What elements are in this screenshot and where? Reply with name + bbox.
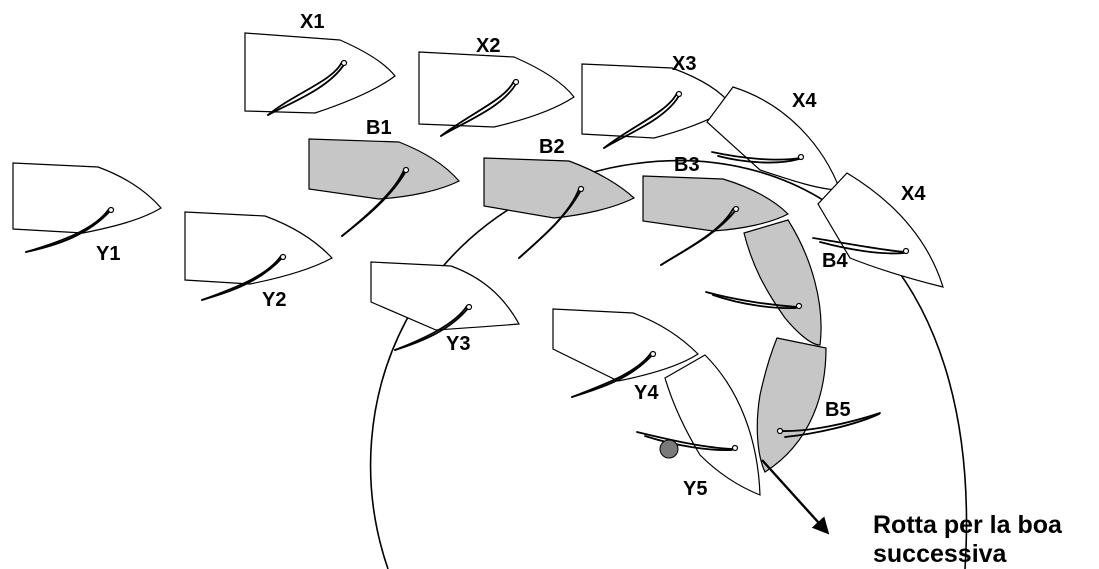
boat-y3 [370, 261, 520, 351]
boat-x3-hull [581, 63, 733, 139]
boat-y5-hull [664, 354, 761, 496]
boat-x2-mast [512, 78, 520, 86]
boat-b4-sail [712, 294, 797, 310]
label-b2: B2 [539, 136, 565, 158]
boat-b4-hull [743, 219, 822, 346]
boat-x1-sail [267, 61, 343, 116]
boat-x4-b-sail [819, 241, 905, 255]
boat-x2-sail [440, 80, 515, 137]
caption-line-2: successiva [873, 540, 1008, 568]
boat-b4-boom [705, 291, 798, 308]
label-b4: B4 [822, 250, 848, 272]
boat-x2-boom [440, 81, 518, 137]
boat-b2 [483, 157, 636, 259]
boat-y5-mast [731, 444, 739, 452]
boat-b3-mast [732, 205, 740, 213]
mark-buoy [659, 439, 679, 459]
boat-y4 [552, 308, 699, 398]
boat-b1-hull [308, 138, 460, 200]
boat-y4-sail [571, 352, 652, 398]
boat-y1-hull [12, 162, 162, 234]
boat-b1-sail [341, 169, 405, 237]
boat-y3-hull [370, 261, 520, 331]
boat-x1-hull [244, 32, 396, 114]
boat-b5-mast [776, 427, 784, 435]
boat-x4-a-boom [711, 151, 801, 161]
boat-y1-mast [107, 206, 115, 214]
boat-y4-mast [649, 350, 657, 358]
label-y3: Y3 [446, 333, 470, 355]
boat-x3-mast [675, 90, 683, 98]
boat-y5-sail [644, 435, 733, 452]
boat-b5-boom [779, 412, 881, 432]
boat-b2-hull [483, 157, 636, 219]
label-x1: X1 [300, 11, 324, 33]
label-x2: X2 [476, 35, 500, 57]
boat-x4-b [812, 172, 944, 288]
boat-x2-hull [418, 51, 575, 128]
label-b1: B1 [366, 117, 392, 139]
boat-x4-a-hull [706, 86, 841, 191]
boat-y3-sail [394, 305, 468, 351]
label-b3: B3 [674, 154, 700, 176]
boat-y4-hull [552, 308, 699, 382]
boat-y5 [636, 354, 761, 496]
boat-b2-sail [518, 188, 580, 259]
boat-x1-boom [267, 62, 346, 116]
label-x4-a: X4 [792, 90, 817, 112]
boat-x4-b-mast [902, 247, 910, 255]
boat-b1 [308, 138, 460, 237]
boat-b5 [756, 337, 881, 473]
boat-y5-boom [636, 431, 734, 450]
label-x3: X3 [672, 53, 696, 75]
boat-x4-b-boom [812, 237, 906, 253]
boat-y2-sail [201, 255, 282, 301]
caption-line-1: Rotta per la boa [873, 511, 1063, 539]
label-y4: Y4 [634, 382, 659, 404]
label-b5: B5 [825, 399, 851, 421]
boat-b5-sail [784, 413, 880, 438]
boat-y2-mast [279, 253, 287, 261]
boat-b3 [642, 175, 789, 266]
boat-x3 [581, 63, 733, 149]
label-y2: Y2 [262, 289, 286, 311]
boat-x3-boom [603, 93, 681, 149]
boat-x4-a [706, 86, 841, 191]
boat-y1-sail [25, 208, 110, 253]
boat-b5-hull [756, 337, 827, 473]
zone-circle [369, 159, 968, 569]
boat-x3-sail [603, 92, 678, 149]
boat-x4-b-hull [817, 172, 944, 288]
boat-y2 [184, 211, 333, 301]
boat-x4-a-mast [797, 153, 805, 161]
boat-x1-mast [340, 59, 348, 67]
boat-b3-hull [642, 175, 789, 232]
boat-b4-mast [795, 302, 803, 310]
boat-b2-mast [577, 185, 585, 193]
label-y1: Y1 [96, 243, 120, 265]
boat-y1 [12, 162, 162, 253]
next-mark-course-arrow [761, 459, 830, 535]
boat-y3-mast [465, 303, 473, 311]
label-x4-b: X4 [901, 183, 926, 205]
label-y5: Y5 [683, 478, 707, 500]
boat-x2 [418, 51, 575, 137]
boat-b3-sail [660, 208, 734, 266]
boat-x1 [244, 32, 396, 116]
boat-b1-mast [402, 166, 410, 174]
boat-y2-hull [184, 211, 333, 285]
boat-x4-a-sail [717, 155, 800, 164]
boat-b4 [705, 219, 822, 346]
